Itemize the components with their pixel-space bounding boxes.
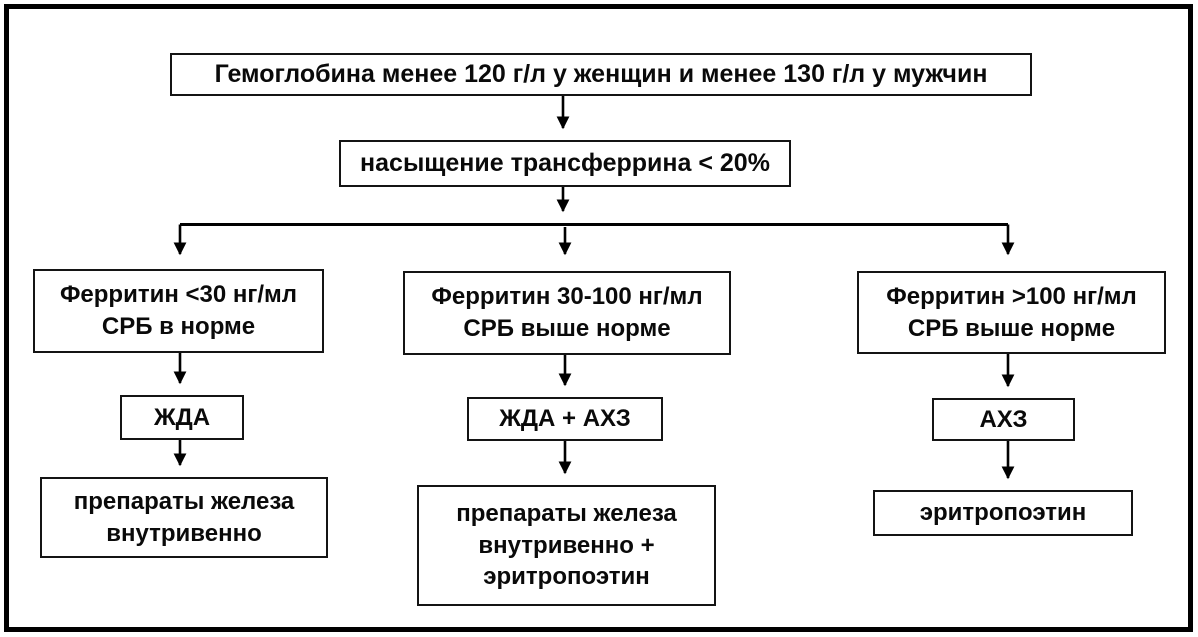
- node-ferritin-low: Ферритин <30 нг/мл СРБ в норме: [33, 269, 324, 353]
- node-treatment-iron-iv-epo: препараты железа внутривенно + эритропоэ…: [417, 485, 716, 606]
- node-ferritin-high: Ферритин >100 нг/мл СРБ выше норме: [857, 271, 1166, 354]
- node-diagnosis-ida: ЖДА: [120, 395, 244, 440]
- node-transferrin-saturation: насыщение трансферрина < 20%: [339, 140, 791, 187]
- node-diagnosis-acd: АХЗ: [932, 398, 1075, 441]
- node-diagnosis-ida-acd: ЖДА + АХЗ: [467, 397, 663, 441]
- node-treatment-iron-iv: препараты железа внутривенно: [40, 477, 328, 558]
- node-treatment-epo: эритропоэтин: [873, 490, 1133, 536]
- node-hemoglobin-criteria: Гемоглобина менее 120 г/л у женщин и мен…: [170, 53, 1032, 96]
- node-ferritin-mid: Ферритин 30-100 нг/мл СРБ выше норме: [403, 271, 731, 355]
